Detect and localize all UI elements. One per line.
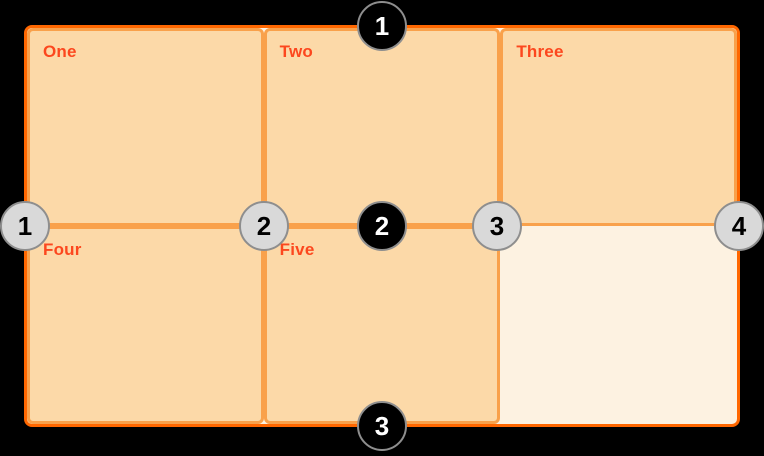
grid-cell-two: Two xyxy=(263,28,501,226)
grid-cell-one: One xyxy=(27,28,264,226)
column-line-marker-3: 3 xyxy=(472,201,522,251)
marker-number: 3 xyxy=(489,211,505,241)
grid-cell-five: Five xyxy=(263,226,501,424)
cell-label: One xyxy=(43,42,77,61)
marker-number: 4 xyxy=(731,211,747,241)
marker-number: 2 xyxy=(374,211,390,241)
cell-label: Four xyxy=(43,240,82,259)
row-line-marker-2: 2 xyxy=(357,201,407,251)
column-line-marker-2: 2 xyxy=(239,201,289,251)
grid-cell-empty xyxy=(500,226,737,424)
marker-number: 2 xyxy=(256,211,272,241)
row-line-marker-3: 3 xyxy=(357,401,407,451)
column-line-marker-1: 1 xyxy=(0,201,50,251)
grid-container: One Two Three Four Five xyxy=(24,25,740,427)
marker-number: 1 xyxy=(17,211,33,241)
row-line-marker-1: 1 xyxy=(357,1,407,51)
cell-label: Five xyxy=(279,240,315,259)
marker-number: 1 xyxy=(374,11,390,41)
column-line-marker-4: 4 xyxy=(714,201,764,251)
grid-cell-three: Three xyxy=(500,28,737,226)
grid-cell-four: Four xyxy=(27,226,264,424)
cell-label: Three xyxy=(516,42,564,61)
cell-label: Two xyxy=(279,42,313,61)
marker-number: 3 xyxy=(374,411,390,441)
